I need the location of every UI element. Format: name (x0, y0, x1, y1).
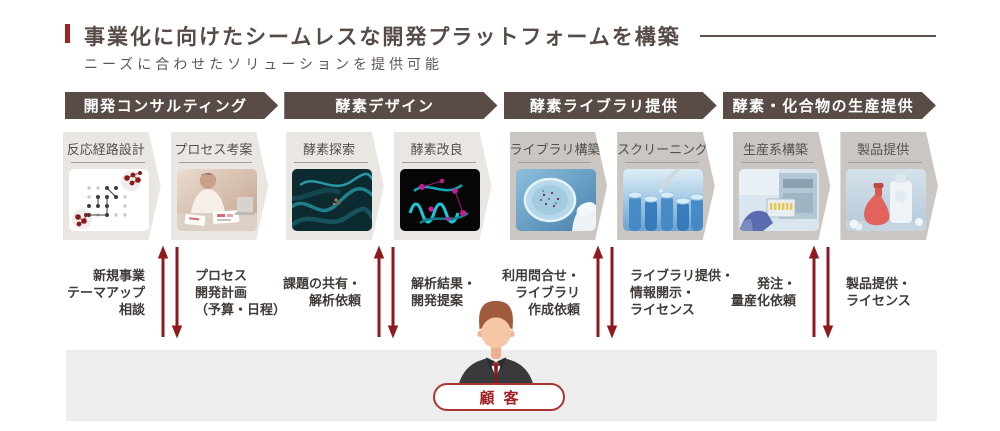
phase-banner-consulting: 開発コンサルティング (65, 92, 278, 119)
step-card-reaction-pathway: 反応経路設計 (63, 132, 161, 240)
step-card-label: プロセス考案 (174, 142, 253, 157)
step-card-process-planning: プロセス考案 (171, 132, 269, 240)
step-card-label: 酵素改良 (410, 142, 463, 157)
step-card-enzyme-search: 酵素探索 (286, 132, 384, 240)
production-system-image (739, 169, 819, 231)
exchange-production: 発注・ 量産化依頼 製品提供・ ライセンス (691, 244, 951, 340)
card-rule (625, 162, 699, 163)
exchange-response-label: 解析結果・ 開発提案 (411, 276, 477, 308)
exchange-response-label: ライブラリ提供・ 情報開示・ ライセンス (630, 267, 735, 317)
phase-banner-library: 酵素ライブラリ提供 (504, 92, 717, 119)
page-title: 事業化に向けたシームレスな開発プラットフォームを構築 (84, 26, 681, 49)
card-rule (741, 162, 815, 163)
step-card-library-construction: ライブラリ構築 (510, 132, 608, 240)
product-supply-image (846, 169, 926, 231)
phase-banner-label: 酵素ライブラリ提供 (529, 98, 679, 115)
phase-banner-row: 開発コンサルティング 酵素デザイン 酵素ライブラリ提供 酵素・化合物の生産提供 (65, 92, 936, 119)
title-rule (700, 35, 936, 37)
step-card-label: 酵素探索 (303, 142, 356, 157)
step-card-row: 反応経路設計 (63, 132, 938, 240)
process-planning-image (177, 169, 257, 231)
exchange-enzyme-design: 課題の共有・ 解析依頼 解析結果・ 開発提案 (256, 244, 516, 340)
enzyme-search-image (292, 169, 372, 231)
step-card-production-system: 生産系構築 (733, 132, 831, 240)
title-accent-bar (65, 24, 70, 43)
step-card-label: 生産系構築 (743, 142, 809, 157)
card-rule (402, 162, 476, 163)
step-card-label: ライブラリ構築 (509, 142, 601, 157)
library-construction-image (516, 169, 596, 231)
up-down-arrows-icon (157, 245, 183, 339)
exchange-response-label: プロセス 開発計画 （予算・日程） (195, 267, 287, 317)
step-card-label: 製品提供 (857, 142, 910, 157)
card-rule (71, 162, 145, 163)
card-rule (848, 162, 922, 163)
exchange-consulting: 新規事業 テーマアップ 相談 プロセス 開発計画 （予算・日程） (40, 244, 300, 340)
card-rule (518, 162, 592, 163)
customer-label-pill: 顧客 (433, 383, 565, 411)
phase-banner-label: 開発コンサルティング (83, 98, 248, 115)
exchange-library: 利用問合せ・ ライブラリ 作成依頼 ライブラリ提供・ 情報開示・ ライセンス (475, 244, 735, 340)
exchange-response-label: 製品提供・ ライセンス (846, 276, 912, 308)
up-down-arrows-icon (373, 245, 399, 339)
step-card-product-supply: 製品提供 (840, 132, 938, 240)
up-down-arrows-icon (808, 245, 834, 339)
phase-banner-label: 酵素・化合物の生産提供 (732, 98, 915, 115)
phase-banner-label: 酵素デザイン (335, 98, 435, 115)
phase-banner-production: 酵素・化合物の生産提供 (723, 92, 936, 119)
enzyme-improvement-image (400, 169, 480, 231)
card-rule (294, 162, 368, 163)
phase-banner-enzyme-design: 酵素デザイン (284, 92, 497, 119)
card-rule (179, 162, 253, 163)
card-group-enzyme-design: 酵素探索 酵素改良 (286, 132, 491, 240)
screening-image (623, 169, 703, 231)
card-group-library: ライブラリ構築 (510, 132, 715, 240)
exchange-request-label: 発注・ 量産化依頼 (730, 276, 796, 308)
exchange-request-label: 利用問合せ・ ライブラリ 作成依頼 (501, 267, 580, 317)
exchange-request-label: 新規事業 テーマアップ 相談 (66, 267, 145, 317)
customer-label: 顧客 (479, 389, 528, 407)
step-card-screening: スクリーニング (617, 132, 715, 240)
customer-person-icon (457, 301, 535, 391)
exchange-request-label: 課題の共有・ 解析依頼 (282, 276, 361, 308)
up-down-arrows-icon (592, 245, 618, 339)
step-card-label: 反応経路設計 (66, 142, 145, 157)
page-subtitle: ニーズに合わせたソリューションを提供可能 (84, 56, 444, 72)
card-group-consulting: 反応経路設計 (63, 132, 268, 240)
card-group-production: 生産系構築 (733, 132, 938, 240)
step-card-label: スクリーニング (617, 142, 709, 157)
reaction-pathway-image (69, 169, 149, 231)
step-card-enzyme-improvement: 酵素改良 (394, 132, 492, 240)
